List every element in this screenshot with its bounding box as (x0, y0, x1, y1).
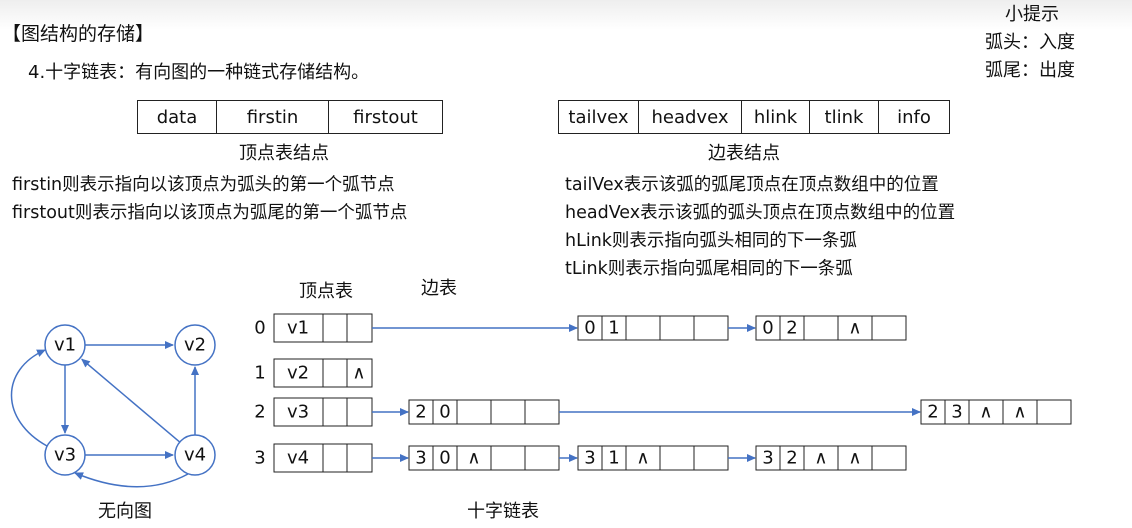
field-data: data (138, 101, 217, 133)
arc-node-3-2-cell-0: 3 (762, 448, 773, 469)
graph-node-v1 (44, 324, 86, 366)
vertex-index-1: 1 (254, 363, 265, 384)
arc-node-3-2-cell-1: 2 (786, 448, 797, 469)
desc-hlink: hLink则表示指向弧头相同的下一条弧 (565, 231, 857, 251)
arc-node-2-3 (920, 399, 1072, 425)
graph-edge-v3-v1 (10, 349, 48, 447)
arc-node-0-1 (577, 315, 729, 341)
field-tlink: tlink (810, 101, 879, 133)
arc-node-2-3-cell-2: ∧ (979, 402, 992, 423)
arc-node-2-0-cell-0: 2 (415, 402, 426, 423)
arc-node-3-1-cell-1: 1 (608, 448, 619, 469)
hint-title: 小提示 (1005, 4, 1059, 25)
arc-node-2-3-cell-1: 3 (951, 402, 962, 423)
desc-tailvex: tailVex表示该弧的弧尾顶点在顶点数组中的位置 (565, 175, 939, 195)
top-band (0, 0, 1132, 30)
vertex-index-3: 3 (254, 448, 265, 469)
graph-node-v2 (174, 324, 216, 366)
arc-node-3-0 (408, 445, 560, 471)
arc-node-3-0-cell-1: 0 (439, 448, 450, 469)
arc-node-2-0-cell-1: 0 (439, 402, 450, 423)
desc-headvex: headVex表示该弧的弧头顶点在顶点数组中的位置 (565, 203, 956, 223)
graph-edge-v4-v3 (74, 472, 189, 488)
arc-node-0-2-cell-1: 2 (786, 318, 797, 339)
arc-node-3-2 (755, 445, 907, 471)
field-tailvex: tailvex (559, 101, 639, 133)
arc-node-3-2-cell-2: ∧ (814, 448, 827, 469)
arc-node-3-2-cell-3: ∧ (848, 448, 861, 469)
graph-node-label-v2: v2 (184, 335, 206, 356)
list-caption: 十字链表 (467, 501, 539, 522)
desc-firstin: firstin则表示指向以该顶点为弧头的第一个弧节点 (12, 175, 395, 195)
arc-node-0-2 (755, 315, 907, 341)
subtitle: 4.十字链表：有向图的一种链式存储结构。 (28, 62, 370, 83)
arc-node-3-1-cell-2: ∧ (636, 448, 649, 469)
arc-node-3-1 (577, 445, 729, 471)
field-hlink: hlink (742, 101, 810, 133)
hint-arc-head: 弧头：入度 (985, 32, 1075, 53)
edge-node-fields: tailvex headvex hlink tlink info (558, 100, 950, 134)
field-headvex: headvex (639, 101, 742, 133)
arc-node-0-2-cell-0: 0 (762, 318, 773, 339)
arc-node-3-1-cell-0: 3 (584, 448, 595, 469)
vertex-name-v2: v2 (287, 363, 309, 384)
graph-node-label-v3: v3 (54, 445, 76, 466)
section-title: 【图结构的存储】 (2, 23, 155, 45)
field-firstin: firstin (217, 101, 329, 133)
arc-node-2-3-cell-3: ∧ (1013, 402, 1026, 423)
arc-node-0-1-cell-1: 1 (608, 318, 619, 339)
arc-node-2-3-cell-0: 2 (927, 402, 938, 423)
vertex-name-v3: v3 (287, 402, 309, 423)
vertex-firstout-v2: ∧ (352, 363, 365, 384)
vertex-table-label: 顶点表 (299, 281, 353, 302)
arc-node-3-0-cell-0: 3 (415, 448, 426, 469)
field-firstout: firstout (353, 106, 418, 128)
hint-arc-tail: 弧尾：出度 (985, 60, 1075, 81)
desc-tlink: tLink则表示指向弧尾相同的下一条弧 (565, 259, 853, 279)
arc-node-3-0-cell-2: ∧ (467, 448, 480, 469)
vertex-index-2: 2 (254, 402, 265, 423)
graph-node-v3 (44, 434, 86, 476)
vertex-name-v4: v4 (287, 448, 309, 469)
graph-node-v4 (174, 434, 216, 476)
vertex-name-v1: v1 (287, 318, 309, 339)
vertex-index-0: 0 (254, 318, 265, 339)
arc-node-0-1-cell-0: 0 (584, 318, 595, 339)
graph-node-label-v1: v1 (54, 335, 76, 356)
graph-caption: 无向图 (98, 501, 152, 522)
edge-table-label: 边表 (421, 278, 457, 299)
graph-edge-v4-v1 (81, 358, 181, 443)
desc-firstout: firstout则表示指向以该顶点为弧尾的第一个弧节点 (12, 203, 408, 223)
arc-node-2-0 (408, 399, 560, 425)
vertex-node-fields: data firstin firstout (137, 100, 443, 134)
arc-node-0-2-cell-3: ∧ (848, 318, 861, 339)
graph-node-label-v4: v4 (184, 445, 206, 466)
vertex-node-caption: 顶点表结点 (239, 143, 329, 164)
field-info: info (897, 106, 931, 128)
edge-node-caption: 边表结点 (708, 143, 780, 164)
